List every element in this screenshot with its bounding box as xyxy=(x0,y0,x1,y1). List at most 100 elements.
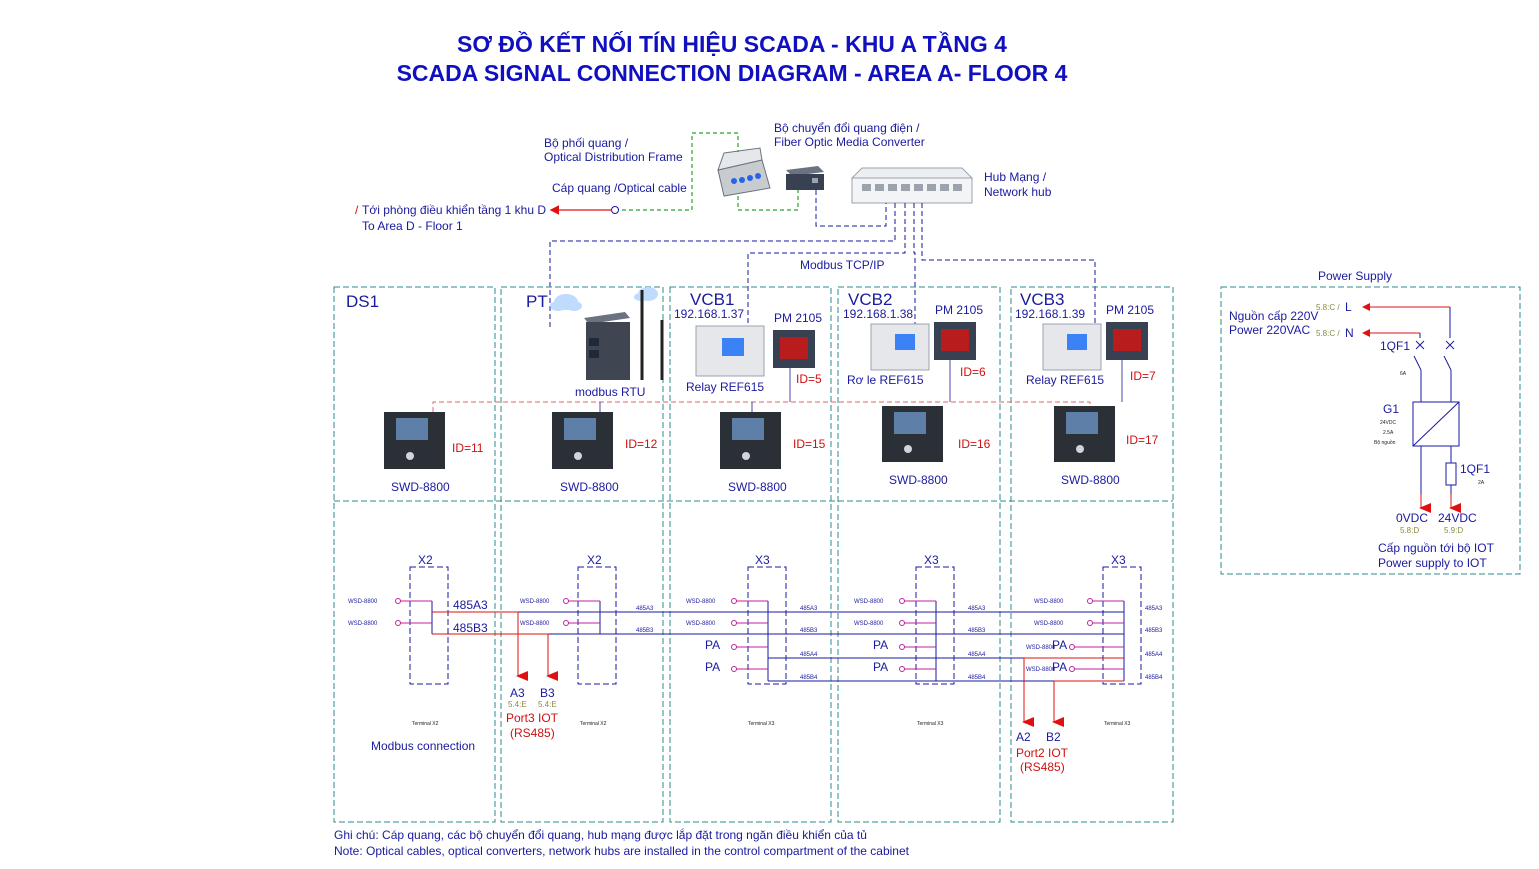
port3-b: B3 xyxy=(540,686,555,700)
pa-label: PA xyxy=(705,638,720,652)
port3-proto: (RS485) xyxy=(510,726,555,740)
hub-label-1: Hub Mạng / xyxy=(984,170,1047,184)
power-source-2: Power 220VAC xyxy=(1229,323,1310,337)
power-l: L xyxy=(1345,300,1352,314)
power-output-arrows xyxy=(1419,494,1461,513)
title-english: SCADA SIGNAL CONNECTION DIAGRAM - AREA A… xyxy=(397,60,1068,86)
title-vietnamese: SƠ ĐỒ KẾT NỐI TÍN HIỆU SCADA - KHU A TẦN… xyxy=(457,30,1007,57)
network-cable-lines xyxy=(549,190,1096,330)
sig-485b3: 485B3 xyxy=(1145,628,1163,634)
sig-485b4: 485B4 xyxy=(1145,675,1163,681)
modbus-tcp-label: Modbus TCP/IP xyxy=(800,258,884,272)
wsd-label: WSD-8800 xyxy=(686,621,716,627)
swd-id-vcb3: ID=17 xyxy=(1126,433,1159,447)
power-title: Power Supply xyxy=(1318,269,1392,283)
power-supply-panel xyxy=(1220,286,1521,575)
port3-a: A3 xyxy=(510,686,525,700)
port3-arrows xyxy=(432,611,558,681)
terminal-blocks xyxy=(409,566,1142,685)
power-source-1: Nguồn cấp 220V xyxy=(1229,309,1318,323)
power-ref-l: 5.8:C / xyxy=(1316,303,1340,312)
ip-vcb2: 192.168.1.38 xyxy=(843,307,913,321)
pa-label: PA xyxy=(705,660,720,674)
relay-label-vcb3: Relay REF615 xyxy=(1026,373,1104,387)
sig-485b3: 485B3 xyxy=(636,628,654,634)
sig-485a4: 485A4 xyxy=(968,652,986,658)
sig-485b4: 485B4 xyxy=(968,675,986,681)
meter-label-vcb1: PM 2105 xyxy=(774,311,822,325)
swd-label-vcb1: SWD-8800 xyxy=(728,480,787,494)
breaker-rating: 6A xyxy=(1400,371,1407,377)
wsd-label: WSD-8800 xyxy=(854,599,884,605)
ip-vcb1: 192.168.1.37 xyxy=(674,307,744,321)
supply-label-1: Cấp nguồn tới bộ IOT xyxy=(1378,541,1495,555)
port2-a: A2 xyxy=(1016,730,1031,744)
psu-label: G1 xyxy=(1383,402,1399,416)
breaker-label: 1QF1 xyxy=(1380,339,1410,353)
terminal-label-ds1: X2 xyxy=(418,553,433,567)
swd-id-vcb1: ID=15 xyxy=(793,437,826,451)
swd-8800-icon xyxy=(384,412,445,469)
wsd-label: WSD-8800 xyxy=(1034,621,1064,627)
power-meter-icon xyxy=(934,322,976,360)
port2-arrows xyxy=(1022,657,1124,727)
swd-label-pt: SWD-8800 xyxy=(560,480,619,494)
note-english: Note: Optical cables, optical converters… xyxy=(334,844,910,858)
odf-label-2: Optical Distribution Frame xyxy=(544,150,683,164)
sig-485a4: 485A4 xyxy=(1145,652,1163,658)
wsd-label: WSD-8800 xyxy=(348,599,378,605)
port2-b: B2 xyxy=(1046,730,1061,744)
sig-485b3: 485B3 xyxy=(800,628,818,634)
relay-label-vcb2: Rơ le REF615 xyxy=(847,373,924,387)
sig-485b4: 485B4 xyxy=(800,675,818,681)
port2-label: Port2 IOT xyxy=(1016,746,1069,760)
pa-label: PA xyxy=(873,660,888,674)
supply-label-2: Power supply to IOT xyxy=(1378,556,1487,570)
terminal-caption-vcb1: Terminal X3 xyxy=(748,721,775,727)
port3-label: Port3 IOT xyxy=(506,711,559,725)
power-wiring xyxy=(1412,307,1460,494)
terminal-label-pt: X2 xyxy=(587,553,602,567)
modbus-connection-label: Modbus connection xyxy=(371,739,475,753)
wsd-label: WSD-8800 xyxy=(854,621,884,627)
output-0v-ref: 5.8:D xyxy=(1400,526,1419,535)
relay-ref615-icon xyxy=(870,323,930,371)
cloud-icon xyxy=(550,294,582,311)
wsd-label: WSD-8800 xyxy=(1034,599,1064,605)
meter-id-vcb1: ID=5 xyxy=(796,372,822,386)
device-drops xyxy=(599,360,1123,412)
fuse-rating: 2A xyxy=(1478,480,1485,486)
terminal-label-vcb3: X3 xyxy=(1111,553,1126,567)
terminal-caption-vcb3: Terminal X3 xyxy=(1104,721,1131,727)
panel-borders xyxy=(333,286,1174,823)
swd-8800-icon xyxy=(720,412,781,469)
swd-8800-icon xyxy=(1054,406,1115,462)
power-meter-icon xyxy=(773,330,815,368)
terminal-caption-pt: Terminal X2 xyxy=(580,721,607,727)
relay-label-vcb1: Relay REF615 xyxy=(686,380,764,394)
psu-spec-1: 24VDC xyxy=(1380,420,1397,426)
terminal-points xyxy=(395,598,1093,672)
output-0v: 0VDC xyxy=(1396,511,1428,525)
swd-8800-icon xyxy=(882,406,943,462)
swd-8800-icon xyxy=(552,412,613,469)
sig-485a3: 485A3 xyxy=(800,606,818,612)
meter-id-vcb2: ID=6 xyxy=(960,365,986,379)
panel-name-vcb2: VCB2 xyxy=(848,290,892,309)
port2-proto: (RS485) xyxy=(1020,760,1065,774)
output-24v-ref: 5.9:D xyxy=(1444,526,1463,535)
relay-ref615-icon xyxy=(1042,323,1102,371)
swd-id-vcb2: ID=16 xyxy=(958,437,991,451)
meter-label-vcb2: PM 2105 xyxy=(935,303,983,317)
rs485-wiring xyxy=(431,601,1125,682)
sig-485a3: 485A3 xyxy=(968,606,986,612)
sig-485b3: 485B3 xyxy=(968,628,986,634)
swd-label-vcb3: SWD-8800 xyxy=(1061,473,1120,487)
wsd-label: WSD-8800 xyxy=(1026,667,1056,673)
sig-485a4: 485A4 xyxy=(800,652,818,658)
sig-485b3: 485B3 xyxy=(453,621,488,635)
breaker-icon xyxy=(1415,340,1455,350)
swd-id-pt: ID=12 xyxy=(625,437,658,451)
